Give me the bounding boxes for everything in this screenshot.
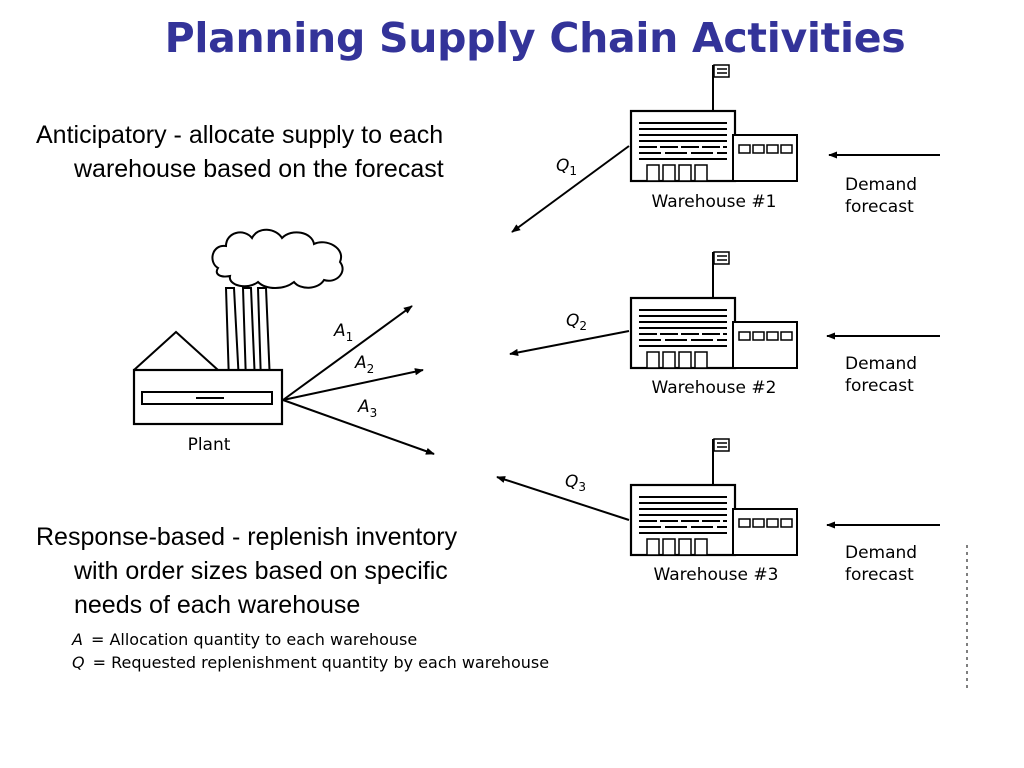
svg-text:forecast: forecast [845, 376, 914, 396]
response-line-1: Response-based - replenish inventory [36, 523, 458, 551]
request-arrow-1 [511, 145, 630, 233]
allocation-arrow-3 [282, 399, 435, 455]
response-line-2: with order sizes based on specific [74, 557, 448, 585]
plant-label: Plant [188, 435, 231, 455]
svg-text:Demand: Demand [845, 354, 917, 374]
request-label-2: Q2 [566, 311, 587, 333]
response-line-3: needs of each warehouse [74, 591, 361, 619]
allocation-label-3: A3 [357, 397, 377, 420]
demand-forecast-2: Demand forecast [845, 354, 917, 396]
anticipatory-bullet: Anticipatory - allocate supply to each w… [36, 118, 444, 186]
warehouse-1 [629, 63, 799, 183]
response-bullet: Response-based - replenish inventory wit… [36, 520, 457, 622]
legend: A= Allocation quantity to each warehouse… [71, 630, 549, 672]
allocation-arrow-1 [282, 305, 413, 401]
slide-title: Planning Supply Chain Activities [164, 14, 906, 62]
request-arrow-2 [509, 330, 630, 356]
svg-text:Demand: Demand [845, 543, 917, 563]
svg-text:Demand: Demand [845, 175, 917, 195]
legend-allocation: A= Allocation quantity to each warehouse [71, 630, 417, 649]
anticipatory-line-1: Anticipatory - allocate supply to each [36, 121, 444, 149]
allocation-label-1: A1 [333, 321, 353, 344]
anticipatory-line-2: warehouse based on the forecast [74, 155, 444, 183]
request-label-1: Q1 [556, 156, 577, 178]
demand-forecast-3: Demand forecast [845, 543, 917, 585]
svg-text:forecast: forecast [845, 565, 914, 585]
legend-request: Q= Requested replenishment quantity by e… [72, 653, 549, 672]
warehouse-2 [629, 250, 799, 370]
allocation-label-2: A2 [354, 353, 374, 376]
warehouse-label-1: Warehouse #1 [652, 192, 777, 212]
demand-forecast-1: Demand forecast [845, 175, 917, 217]
plant-building [132, 228, 344, 426]
allocation-arrow-2 [282, 368, 424, 401]
request-label-3: Q3 [565, 472, 586, 494]
svg-text:forecast: forecast [845, 197, 914, 217]
warehouse-label-2: Warehouse #2 [652, 378, 777, 398]
warehouse-3 [629, 437, 799, 557]
warehouse-label-3: Warehouse #3 [654, 565, 779, 585]
request-arrow-3 [496, 476, 630, 521]
